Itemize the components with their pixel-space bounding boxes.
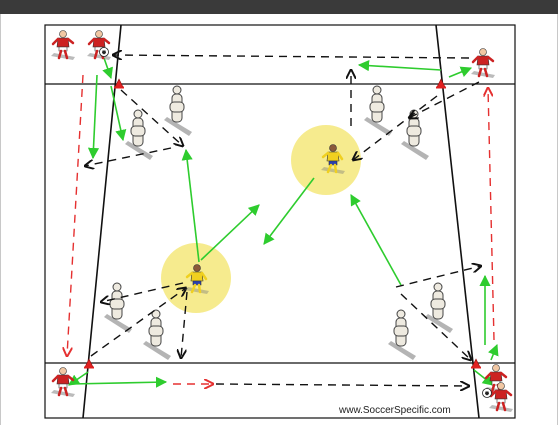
ball-icon — [99, 47, 109, 57]
field-boundary — [44, 24, 516, 419]
left-channel-line — [82, 24, 122, 419]
mannequin-icon — [400, 109, 430, 161]
mannequin-icon — [387, 309, 417, 361]
pass-arrow — [200, 204, 260, 261]
player-red-icon — [469, 47, 497, 80]
pass-arrow — [181, 148, 200, 263]
pass-arrow — [87, 74, 100, 160]
run-arrow — [181, 291, 188, 358]
site-credit: www.SoccerSpecific.com — [338, 405, 451, 416]
pass-arrow — [488, 343, 499, 361]
mannequin-icon — [142, 309, 172, 361]
overlap-run-arrow — [67, 74, 84, 356]
run-arrow — [113, 55, 470, 58]
player-red-icon — [49, 366, 77, 399]
run-arrow — [400, 293, 471, 360]
overlap-arrows — [67, 74, 495, 384]
run-arrows — [85, 55, 481, 386]
run-arrow — [353, 95, 438, 160]
mannequin-icon — [363, 85, 393, 137]
cone-icon — [83, 358, 95, 369]
run-arrow — [101, 282, 184, 302]
highlight-zone-upper — [291, 125, 361, 195]
mannequin-icon — [163, 85, 193, 137]
ball-icon — [482, 388, 492, 398]
run-arrow — [395, 266, 481, 288]
pass-arrow — [263, 177, 315, 245]
run-arrow — [85, 147, 172, 166]
overlap-run-arrow — [488, 88, 495, 341]
pass-arrow — [70, 376, 168, 388]
run-arrow — [215, 384, 469, 386]
pass-arrow — [350, 194, 402, 286]
diagram-frame: www.SoccerSpecific.com — [0, 14, 558, 425]
pass-arrow — [102, 57, 113, 80]
pass-arrow — [110, 85, 127, 142]
player-red-icon — [49, 29, 77, 62]
mannequin-icon — [124, 109, 154, 161]
pass-arrow — [448, 66, 473, 78]
drill-diagram: www.SoccerSpecific.com — [44, 24, 516, 419]
run-arrow — [90, 288, 186, 357]
pass-arrow — [68, 371, 89, 386]
mannequin-icon — [424, 282, 454, 334]
pass-arrow — [473, 369, 494, 386]
top-bar — [0, 0, 558, 14]
pass-arrow — [357, 60, 442, 72]
pass-arrows — [68, 57, 499, 388]
mannequin-icon — [103, 282, 133, 334]
player-red-icon — [85, 29, 113, 62]
